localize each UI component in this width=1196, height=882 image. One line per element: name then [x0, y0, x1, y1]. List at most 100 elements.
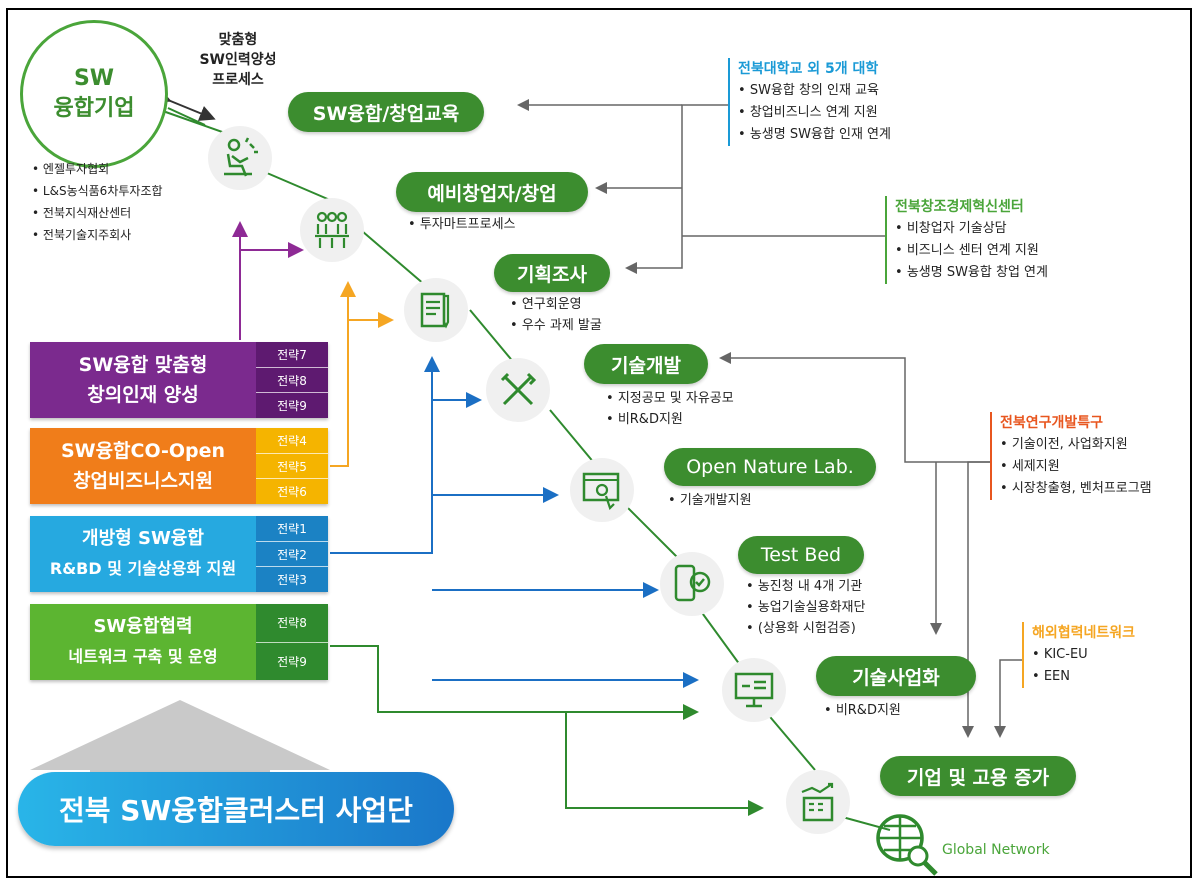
strategy-tag: 전략1 — [277, 521, 307, 536]
monitor-icon — [722, 658, 786, 722]
stage-lab: Open Nature Lab. — [664, 448, 876, 486]
stage-lab-bullets: 기술개발지원 — [668, 490, 752, 511]
partner-item: L&S농식품6차투자조합 — [32, 180, 163, 202]
stage-testbed-bullets: 농진청 내 4개 기관농업기술실용화재단(상용화 시험검증) — [746, 576, 866, 639]
bullet-item: (상용화 시험검증) — [746, 618, 865, 639]
strategy-tag: 전략9 — [256, 392, 328, 418]
partner-item: 전북기술지주회사 — [32, 224, 163, 246]
info-item: 농생명 SW융합 인재 연계 — [738, 124, 891, 146]
bullet-item: 지정공모 및 자유공모 — [606, 388, 734, 409]
process-line3: 프로세스 — [212, 72, 264, 88]
info-title: 전북대학교 외 5개 대학 — [738, 61, 879, 77]
info-title: 전북창조경제혁신센터 — [895, 199, 1024, 215]
info-box-universities: 전북대학교 외 5개 대학 SW융합 창의 인재 교육 창업비즈니스 연계 지원… — [728, 58, 891, 146]
bullet-item: 우수 과제 발굴 — [510, 315, 602, 336]
global-network-label: Global Network — [942, 842, 1050, 858]
strategy-line1: SW융합 맞춤형 — [78, 354, 208, 376]
stage-startup: 예비창업자/창업 — [396, 172, 588, 212]
strategy-line1: 개방형 SW융합 — [82, 528, 204, 549]
bullet-item: 농진청 내 4개 기관 — [746, 576, 865, 597]
stage-label: 기획조사 — [517, 263, 587, 286]
tools-icon — [486, 358, 550, 422]
strategy-line2: 창의인재 양성 — [87, 384, 199, 406]
strategy-tags: 전략8 전략9 — [256, 604, 328, 680]
info-item: EEN — [1032, 666, 1135, 688]
stage-label: 기술개발 — [611, 354, 681, 377]
web-lab-icon — [570, 458, 634, 522]
company-line2: 융합기업 — [53, 96, 135, 121]
info-title: 전북연구개발특구 — [1000, 415, 1104, 431]
info-box-overseas: 해외협력네트워크 KIC-EU EEN — [1022, 622, 1135, 688]
strategy-tag: 전략9 — [256, 641, 328, 681]
strategy-tag: 전략4 — [277, 433, 307, 448]
process-label: 맞춤형 SW인력양성 프로세스 — [178, 30, 298, 90]
strategy-line2: 창업비즈니스지원 — [73, 470, 213, 492]
stage-label: 기업 및 고용 증가 — [906, 766, 1050, 789]
strategy-line2: 네트워크 구축 및 운영 — [68, 647, 218, 666]
stage-commercial-bullets: 비R&D지원 — [824, 700, 901, 721]
stage-techdev-bullets: 지정공모 및 자유공모비R&D지원 — [606, 388, 734, 430]
info-box-innovation-center: 전북창조경제혁신센터 비창업자 기술상담 비즈니스 센터 연계 지원 농생명 S… — [885, 196, 1048, 284]
mobile-check-icon — [660, 552, 724, 616]
strategy-tag: 전략2 — [256, 540, 328, 567]
strategy-tag: 전략8 — [277, 616, 307, 631]
stage-startup-bullets: 투자마트프로세스 — [408, 214, 516, 235]
company-line1: SW — [73, 66, 115, 91]
stage-techdev: 기술개발 — [584, 344, 708, 384]
strategy-line1: SW융합협력 — [93, 616, 193, 637]
cluster-banner: 전북 SW융합클러스터 사업단 — [18, 772, 454, 846]
strategy-line1: SW융합CO-Open — [60, 440, 226, 462]
stage-commercial: 기술사업화 — [816, 656, 976, 696]
stage-planning-bullets: 연구회운영우수 과제 발굴 — [510, 294, 602, 336]
info-title: 해외협력네트워크 — [1032, 625, 1136, 641]
stage-label: 기술사업화 — [852, 666, 940, 689]
info-item: SW융합 창의 인재 교육 — [738, 80, 891, 102]
document-icon — [404, 278, 468, 342]
strategy-tag: 전략3 — [256, 566, 328, 592]
building-growth-icon — [786, 770, 850, 834]
partner-list: 엔젤투자협회 L&S농식품6차투자조합 전북지식재산센터 전북기술지주회사 — [32, 158, 163, 246]
process-line2: SW인력양성 — [199, 52, 277, 68]
bullet-item: 비R&D지원 — [606, 409, 734, 430]
info-item: 비창업자 기술상담 — [895, 218, 1048, 240]
sw-company-circle: SW 융합기업 — [20, 20, 168, 168]
strategy-tag: 전략5 — [256, 452, 328, 479]
stage-planning: 기획조사 — [494, 254, 610, 292]
globe-search-icon — [872, 810, 942, 876]
info-item: 기술이전, 사업화지원 — [1000, 434, 1152, 456]
info-item: 세제지원 — [1000, 456, 1152, 478]
process-line1: 맞춤형 — [218, 32, 258, 48]
info-item: 농생명 SW융합 창업 연계 — [895, 262, 1048, 284]
diagram-frame — [6, 8, 1192, 878]
strategy-tag: 전략7 — [277, 347, 307, 362]
bullet-item: 농업기술실용화재단 — [746, 597, 866, 618]
bullet-item: 투자마트프로세스 — [408, 214, 516, 235]
stage-education: SW융합/창업교육 — [288, 92, 484, 132]
info-box-rd-zone: 전북연구개발특구 기술이전, 사업화지원 세제지원 시장창출형, 벤처프로그램 — [990, 412, 1152, 500]
partner-item: 전북지식재산센터 — [32, 202, 163, 224]
strategy-tag: 전략8 — [256, 366, 328, 393]
stage-growth: 기업 및 고용 증가 — [880, 756, 1076, 796]
bullet-item: 기술개발지원 — [668, 490, 752, 511]
worker-icon — [208, 126, 272, 190]
strategy-label: 개방형 SW융합 R&BD 및 기술상용화 지원 — [30, 516, 256, 592]
partner-item: 엔젤투자협회 — [32, 158, 163, 180]
stage-label: Test Bed — [760, 544, 842, 566]
bullet-item: 비R&D지원 — [824, 700, 901, 721]
strategy-tag: 전략6 — [256, 478, 328, 504]
info-item: 시장창출형, 벤처프로그램 — [1000, 478, 1152, 500]
strategy-line2: R&BD 및 기술상용화 지원 — [49, 559, 237, 578]
info-item: 창업비즈니스 연계 지원 — [738, 102, 891, 124]
info-item: KIC-EU — [1032, 644, 1135, 666]
bullet-item: 연구회운영 — [510, 294, 602, 315]
strategy-label: SW융합CO-Open 창업비즈니스지원 — [30, 428, 256, 504]
